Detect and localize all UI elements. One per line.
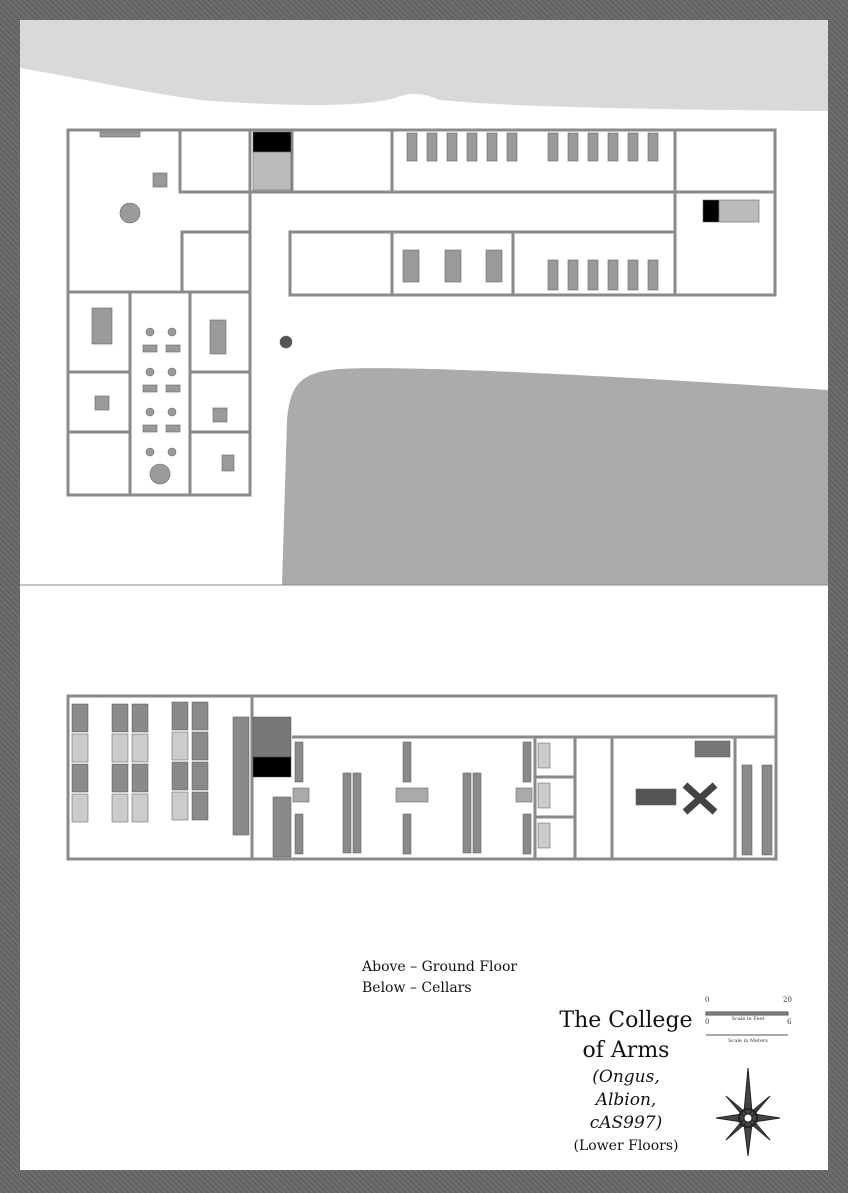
title-line-2: of Arms	[582, 1038, 670, 1063]
floor-plan-drawing	[20, 20, 828, 1157]
scale-feet-end: 20	[783, 996, 792, 1004]
scale-feet-start: 0	[705, 996, 710, 1004]
subtitle-line-3: cAS997)	[589, 1113, 663, 1133]
scale-meters-caption: Scale in Meters	[728, 1038, 768, 1044]
map-title-block: The College of Arms (Ongus, Albion, cAS9…	[556, 1006, 696, 1157]
title-line-1: The College	[559, 1008, 693, 1033]
water-area	[282, 368, 828, 585]
subtitle-line-2: Albion,	[595, 1090, 657, 1110]
compass-rose-icon	[715, 1067, 781, 1157]
top-terrain-band	[20, 20, 828, 111]
ground-floor-furniture	[91, 131, 760, 485]
ground-floor-plan	[66, 128, 777, 497]
floors-note: (Lower Floors)	[573, 1138, 679, 1154]
scale-bar-graphic	[705, 1011, 789, 1036]
subtitle-line-1: (Ongus,	[592, 1067, 660, 1087]
floor-legend: Above – Ground Floor Below – Cellars	[362, 957, 517, 999]
map-sheet: Above – Ground Floor Below – Cellars The…	[20, 20, 828, 1170]
scale-meters-start: 0	[705, 1018, 710, 1026]
legend-below: Below – Cellars	[362, 980, 472, 996]
cellar-furniture	[71, 701, 773, 858]
cellar-plan	[66, 694, 778, 861]
scale-meters-end: 6	[787, 1018, 792, 1026]
legend-above: Above – Ground Floor	[362, 959, 518, 975]
scale-feet-caption: Scale in Feet	[731, 1016, 765, 1022]
